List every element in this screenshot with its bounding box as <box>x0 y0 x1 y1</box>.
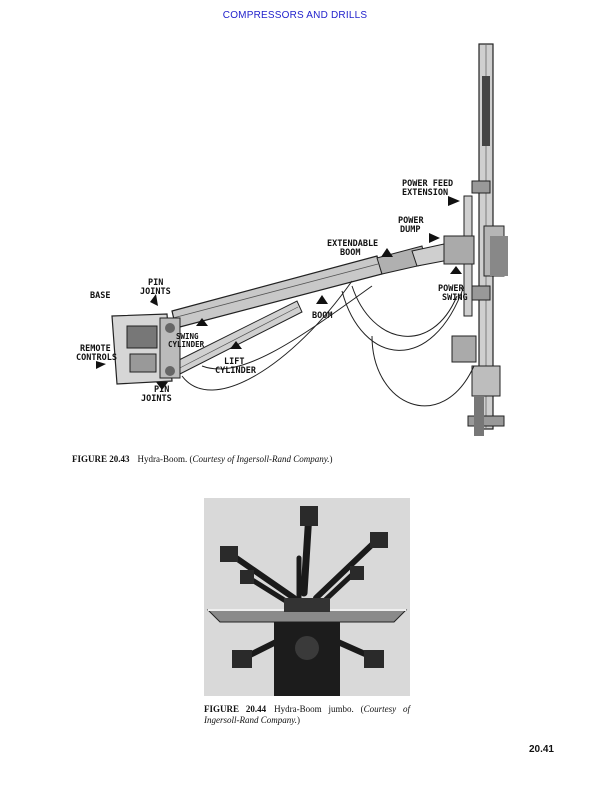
main-boom <box>171 235 475 329</box>
label-extendable-boom-line2: BOOM <box>340 248 360 258</box>
label-remote-controls-line2: CONTROLS <box>76 353 117 363</box>
running-header: COMPRESSORS AND DRILLS <box>222 10 368 21</box>
hydraulic-hoses <box>181 280 475 407</box>
label-base: BASE <box>90 291 110 301</box>
hydra-boom-illustration: POWER FEED EXTENSION POWER DUMP EXTENDAB… <box>76 43 508 436</box>
label-power-dump-line2: DUMP <box>400 225 420 235</box>
figure-caption-20-44: FIGURE 20.44 Hydra-Boom jumbo. (Courtesy … <box>204 704 410 726</box>
label-lift-cylinder-line1: LIFT <box>224 357 244 367</box>
feed-mast <box>451 43 508 436</box>
jumbo-photo-illustration <box>204 498 410 696</box>
label-pin-joints-top-line1: PIN <box>148 278 163 288</box>
callout-arrows <box>96 196 462 390</box>
label-swing-cylinder-line1: SWING <box>176 332 199 341</box>
label-extendable-boom-line1: EXTENDABLE <box>327 239 378 249</box>
label-power-feed-extension-line1: POWER FEED <box>402 179 453 189</box>
label-pin-joints-bottom-line2: JOINTS <box>141 394 172 404</box>
caption-credit: Courtesy of Ingersoll-Rand Company. <box>192 454 330 464</box>
caption-text: Hydra-Boom. ( <box>137 454 193 464</box>
hydra-boom-figure: POWER FEED EXTENSION POWER DUMP EXTENDAB… <box>72 36 522 446</box>
caption-credit: Courtesy of Ingersoll-Rand Company. <box>204 704 410 725</box>
base-unit <box>111 313 181 385</box>
hydra-boom-jumbo-photo <box>204 498 410 696</box>
label-power-swing-line1: POWER <box>438 284 464 294</box>
drill-heads <box>220 506 388 668</box>
label-pin-joints-top-line2: JOINTS <box>140 287 171 297</box>
drill-booms <box>226 509 382 661</box>
figure-number: FIGURE 20.44 <box>204 704 267 714</box>
label-power-swing-line2: SWING <box>442 293 468 303</box>
page-number: 20.41 <box>528 744 554 755</box>
figure-caption-20-43: FIGURE 20.43 Hydra-Boom. (Courtesy of Ing… <box>72 454 532 464</box>
label-power-dump-line1: POWER <box>398 216 424 226</box>
label-lift-cylinder-line2: CYLINDER <box>215 366 257 376</box>
caption-text: Hydra-Boom jumbo. ( <box>274 704 364 714</box>
caption-close: ) <box>329 454 333 464</box>
label-pin-joints-bottom-line1: PIN <box>154 385 169 395</box>
label-swing-cylinder-line2: CYLINDER <box>168 340 205 349</box>
label-remote-controls-line1: REMOTE <box>80 344 111 354</box>
label-power-feed-extension-line2: EXTENSION <box>402 188 448 198</box>
figure-number: FIGURE 20.43 <box>72 454 130 464</box>
label-boom: BOOM <box>312 311 332 321</box>
caption-close: ) <box>297 715 300 725</box>
